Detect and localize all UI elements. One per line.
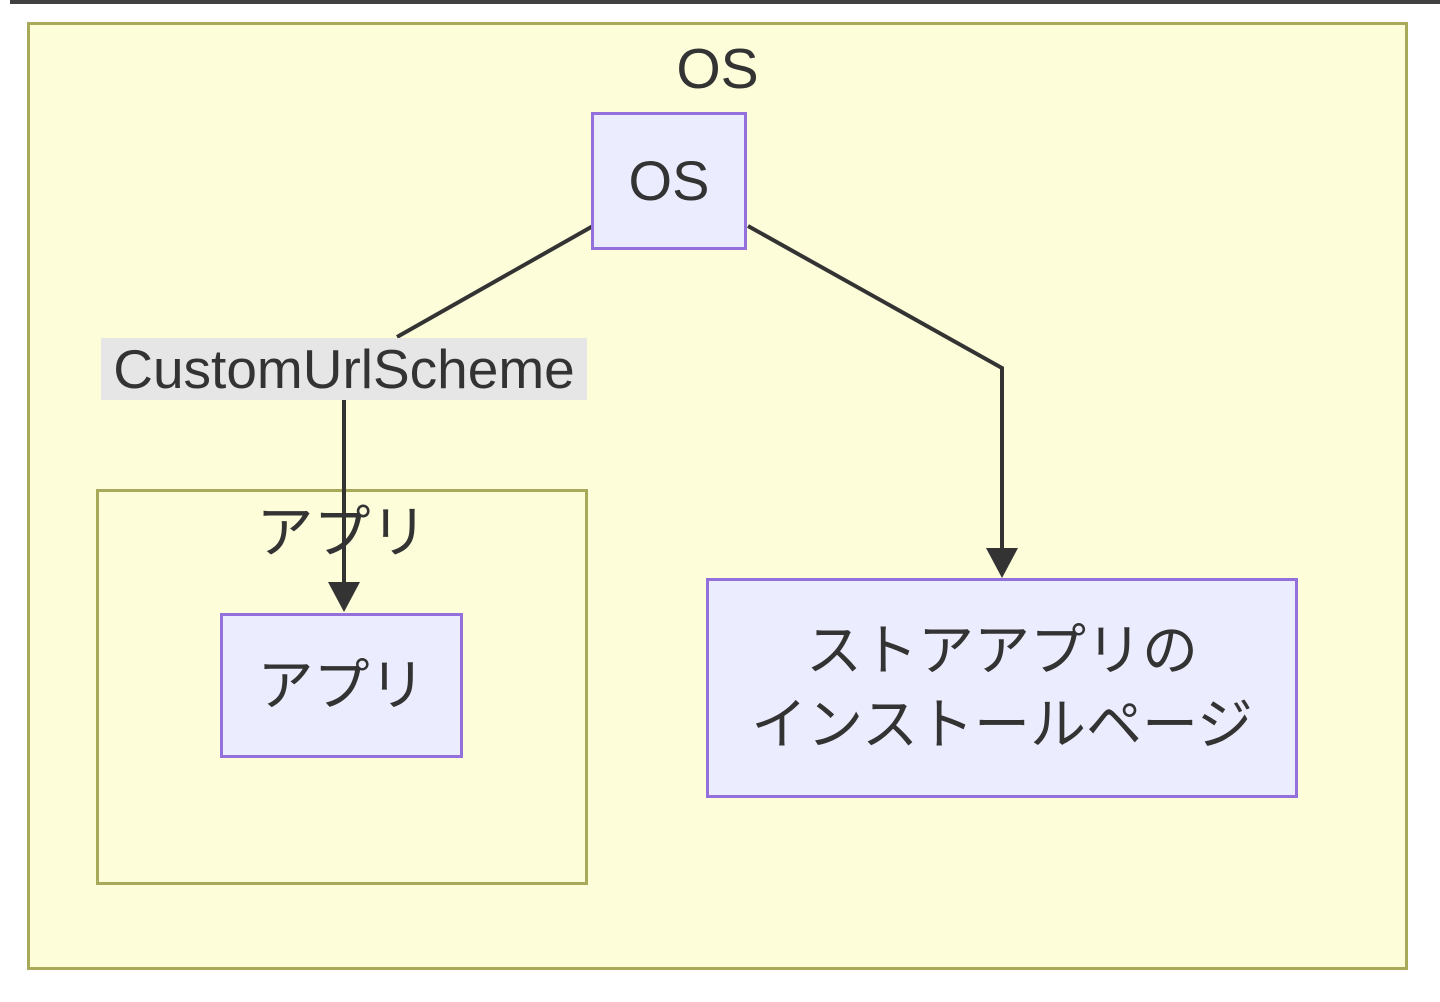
- node-store-label-line2: インストールページ: [751, 693, 1253, 756]
- node-os: OS: [591, 112, 747, 250]
- edge-os-to-store-page: [747, 224, 1004, 552]
- edge-label-customurlscheme: CustomUrlScheme: [101, 338, 587, 400]
- node-store-label-line1: ストアアプリの: [806, 619, 1198, 682]
- edge-os-to-customurlscheme-label: [396, 224, 594, 339]
- node-app: アプリ: [220, 613, 463, 758]
- arrowhead-to-app-node: [328, 582, 360, 612]
- subgraph-os-title: OS: [676, 37, 759, 101]
- node-os-label: OS: [628, 149, 710, 212]
- node-app-label: アプリ: [257, 653, 426, 717]
- arrowhead-to-store-node: [986, 548, 1018, 578]
- node-store-install-page: ストアアプリの インストールページ: [706, 578, 1298, 798]
- top-divider-line: [10, 0, 1440, 4]
